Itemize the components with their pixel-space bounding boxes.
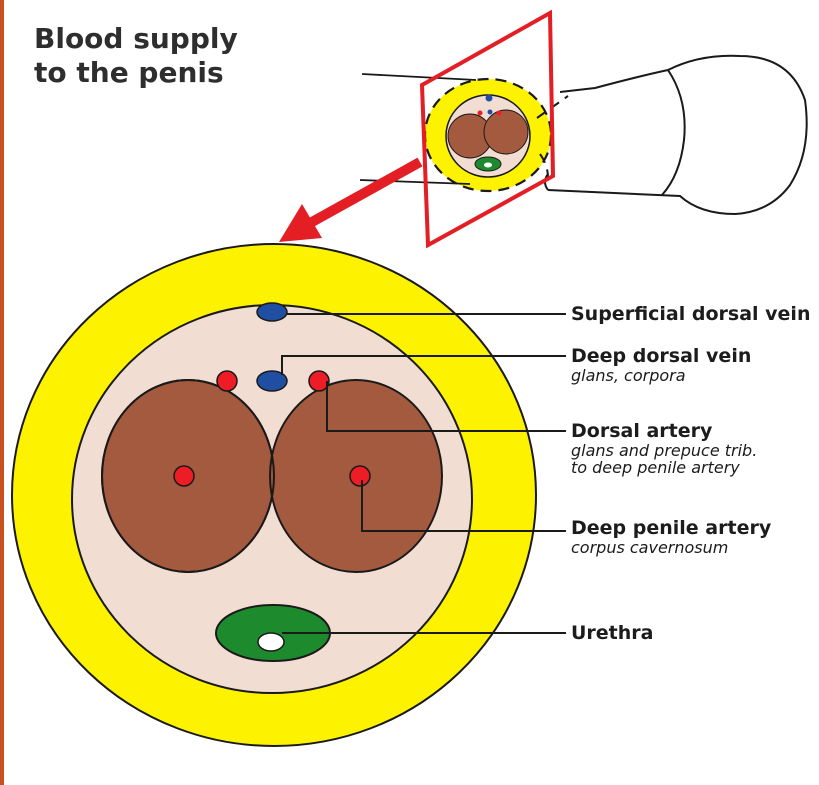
dorsal-artery-left	[217, 371, 237, 391]
label-deep-dorsal-vein: Deep dorsal vein glans, corpora	[571, 345, 751, 384]
thumbnail-cross-section	[425, 79, 551, 191]
direction-arrow	[279, 162, 420, 242]
main-cross-section	[12, 244, 536, 746]
label-dorsal-artery-sub-1: glans and prepuce trib.	[571, 442, 757, 459]
thumbnail-pointer-top	[362, 74, 476, 80]
label-deep-penile-artery: Deep penile artery corpus cavernosum	[571, 517, 771, 556]
deep-penile-artery-left	[174, 466, 194, 486]
label-superficial-dorsal-vein: Superficial dorsal vein	[571, 303, 810, 325]
label-dorsal-artery-title: Dorsal artery	[571, 420, 757, 442]
label-dorsal-artery-sub-2: to deep penile artery	[571, 459, 757, 476]
label-urethra: Urethra	[571, 622, 654, 644]
label-deep-penile-artery-title: Deep penile artery	[571, 517, 771, 539]
penis-outline-thumbnail	[545, 56, 807, 214]
label-dorsal-artery: Dorsal artery glans and prepuce trib. to…	[571, 420, 757, 476]
label-deep-dorsal-vein-title: Deep dorsal vein	[571, 345, 751, 367]
urethra-lumen	[258, 633, 284, 651]
label-deep-penile-artery-sub: corpus cavernosum	[571, 539, 771, 556]
deep-penile-artery-right	[350, 466, 370, 486]
label-superficial-dorsal-vein-title: Superficial dorsal vein	[571, 303, 810, 325]
superficial-dorsal-vein	[257, 303, 287, 321]
label-urethra-title: Urethra	[571, 622, 654, 644]
label-deep-dorsal-vein-sub: glans, corpora	[571, 367, 751, 384]
